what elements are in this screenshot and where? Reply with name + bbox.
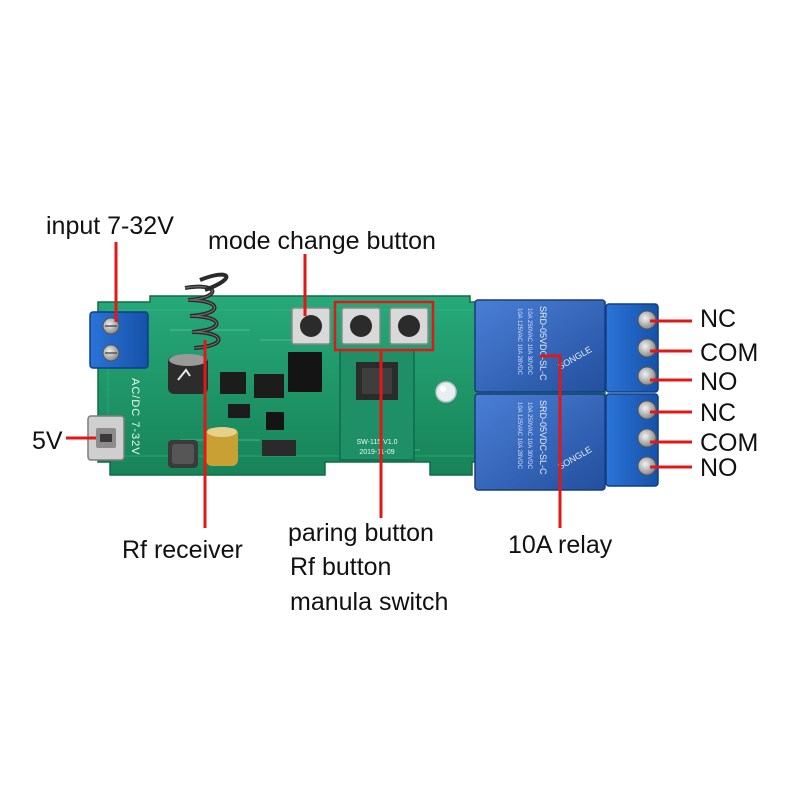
rf-manual-button[interactable]	[389, 307, 429, 345]
label-no-top: NO	[700, 368, 738, 396]
screw-nc-bottom[interactable]	[637, 400, 657, 420]
mode-change-button[interactable]	[291, 307, 331, 345]
screw-com-bottom[interactable]	[637, 428, 657, 448]
label-mode-change: mode change button	[208, 227, 436, 255]
status-led	[435, 381, 457, 403]
module-date: 2019-11-09	[359, 449, 394, 456]
output-terminal-bottom	[605, 393, 659, 487]
label-nc-top: NC	[700, 305, 737, 333]
label-rf-button: Rf button	[290, 553, 392, 581]
label-rf-receiver: Rf receiver	[122, 536, 243, 564]
rf-antenna-coil	[184, 272, 229, 350]
label-manual-switch: manula switch	[290, 588, 449, 616]
wifi-module: 2019-11-09 SW-115 V1.0	[339, 349, 415, 461]
callout-lines	[66, 242, 692, 528]
capacitor-small	[206, 427, 238, 466]
paring-button[interactable]	[341, 307, 381, 345]
relay-top-rating-2: 10A 125VAC 10A 28VDC	[516, 308, 522, 376]
screw-com-top[interactable]	[637, 338, 657, 358]
label-com-bottom: COM	[700, 429, 759, 457]
relay-bottom-rating-2: 10A 125VAC 10A 28VDC	[516, 402, 522, 470]
inductor	[168, 440, 198, 468]
label-no-bottom: NO	[700, 454, 738, 482]
usb-port[interactable]	[87, 415, 125, 461]
label-paring-button: paring button	[288, 519, 434, 547]
label-com-top: COM	[700, 339, 759, 367]
capacitor-large	[168, 354, 208, 394]
button-highlight-box	[333, 300, 435, 352]
callout-relay	[540, 354, 562, 528]
ic-chips	[220, 352, 322, 456]
board-power-marking: AC/DC 7-32V	[129, 378, 141, 456]
screw-no-top[interactable]	[637, 366, 657, 386]
input-terminal-block	[89, 311, 149, 369]
relay-bottom-model: SRD-05VDC-SL-C	[538, 400, 548, 475]
label-5v: 5V	[32, 427, 63, 455]
relay-top-rating-1: 10A 250VAC 10A 30VDC	[526, 308, 532, 376]
relay-bottom-rating-1: 10A 250VAC 10A 30VDC	[526, 402, 532, 470]
relay-top-model: SRD-05VDC-SL-C	[538, 306, 548, 381]
label-input: input 7-32V	[46, 212, 174, 240]
relay-bottom: SRD-05VDC-SL-C 10A 250VAC 10A 30VDC 10A …	[474, 393, 606, 491]
module-version: SW-115 V1.0	[357, 439, 398, 446]
label-nc-bottom: NC	[700, 399, 737, 427]
label-relay: 10A relay	[508, 531, 613, 559]
relay-top: SRD-05VDC-SL-C 10A 250VAC 10A 30VDC 10A …	[474, 299, 606, 393]
